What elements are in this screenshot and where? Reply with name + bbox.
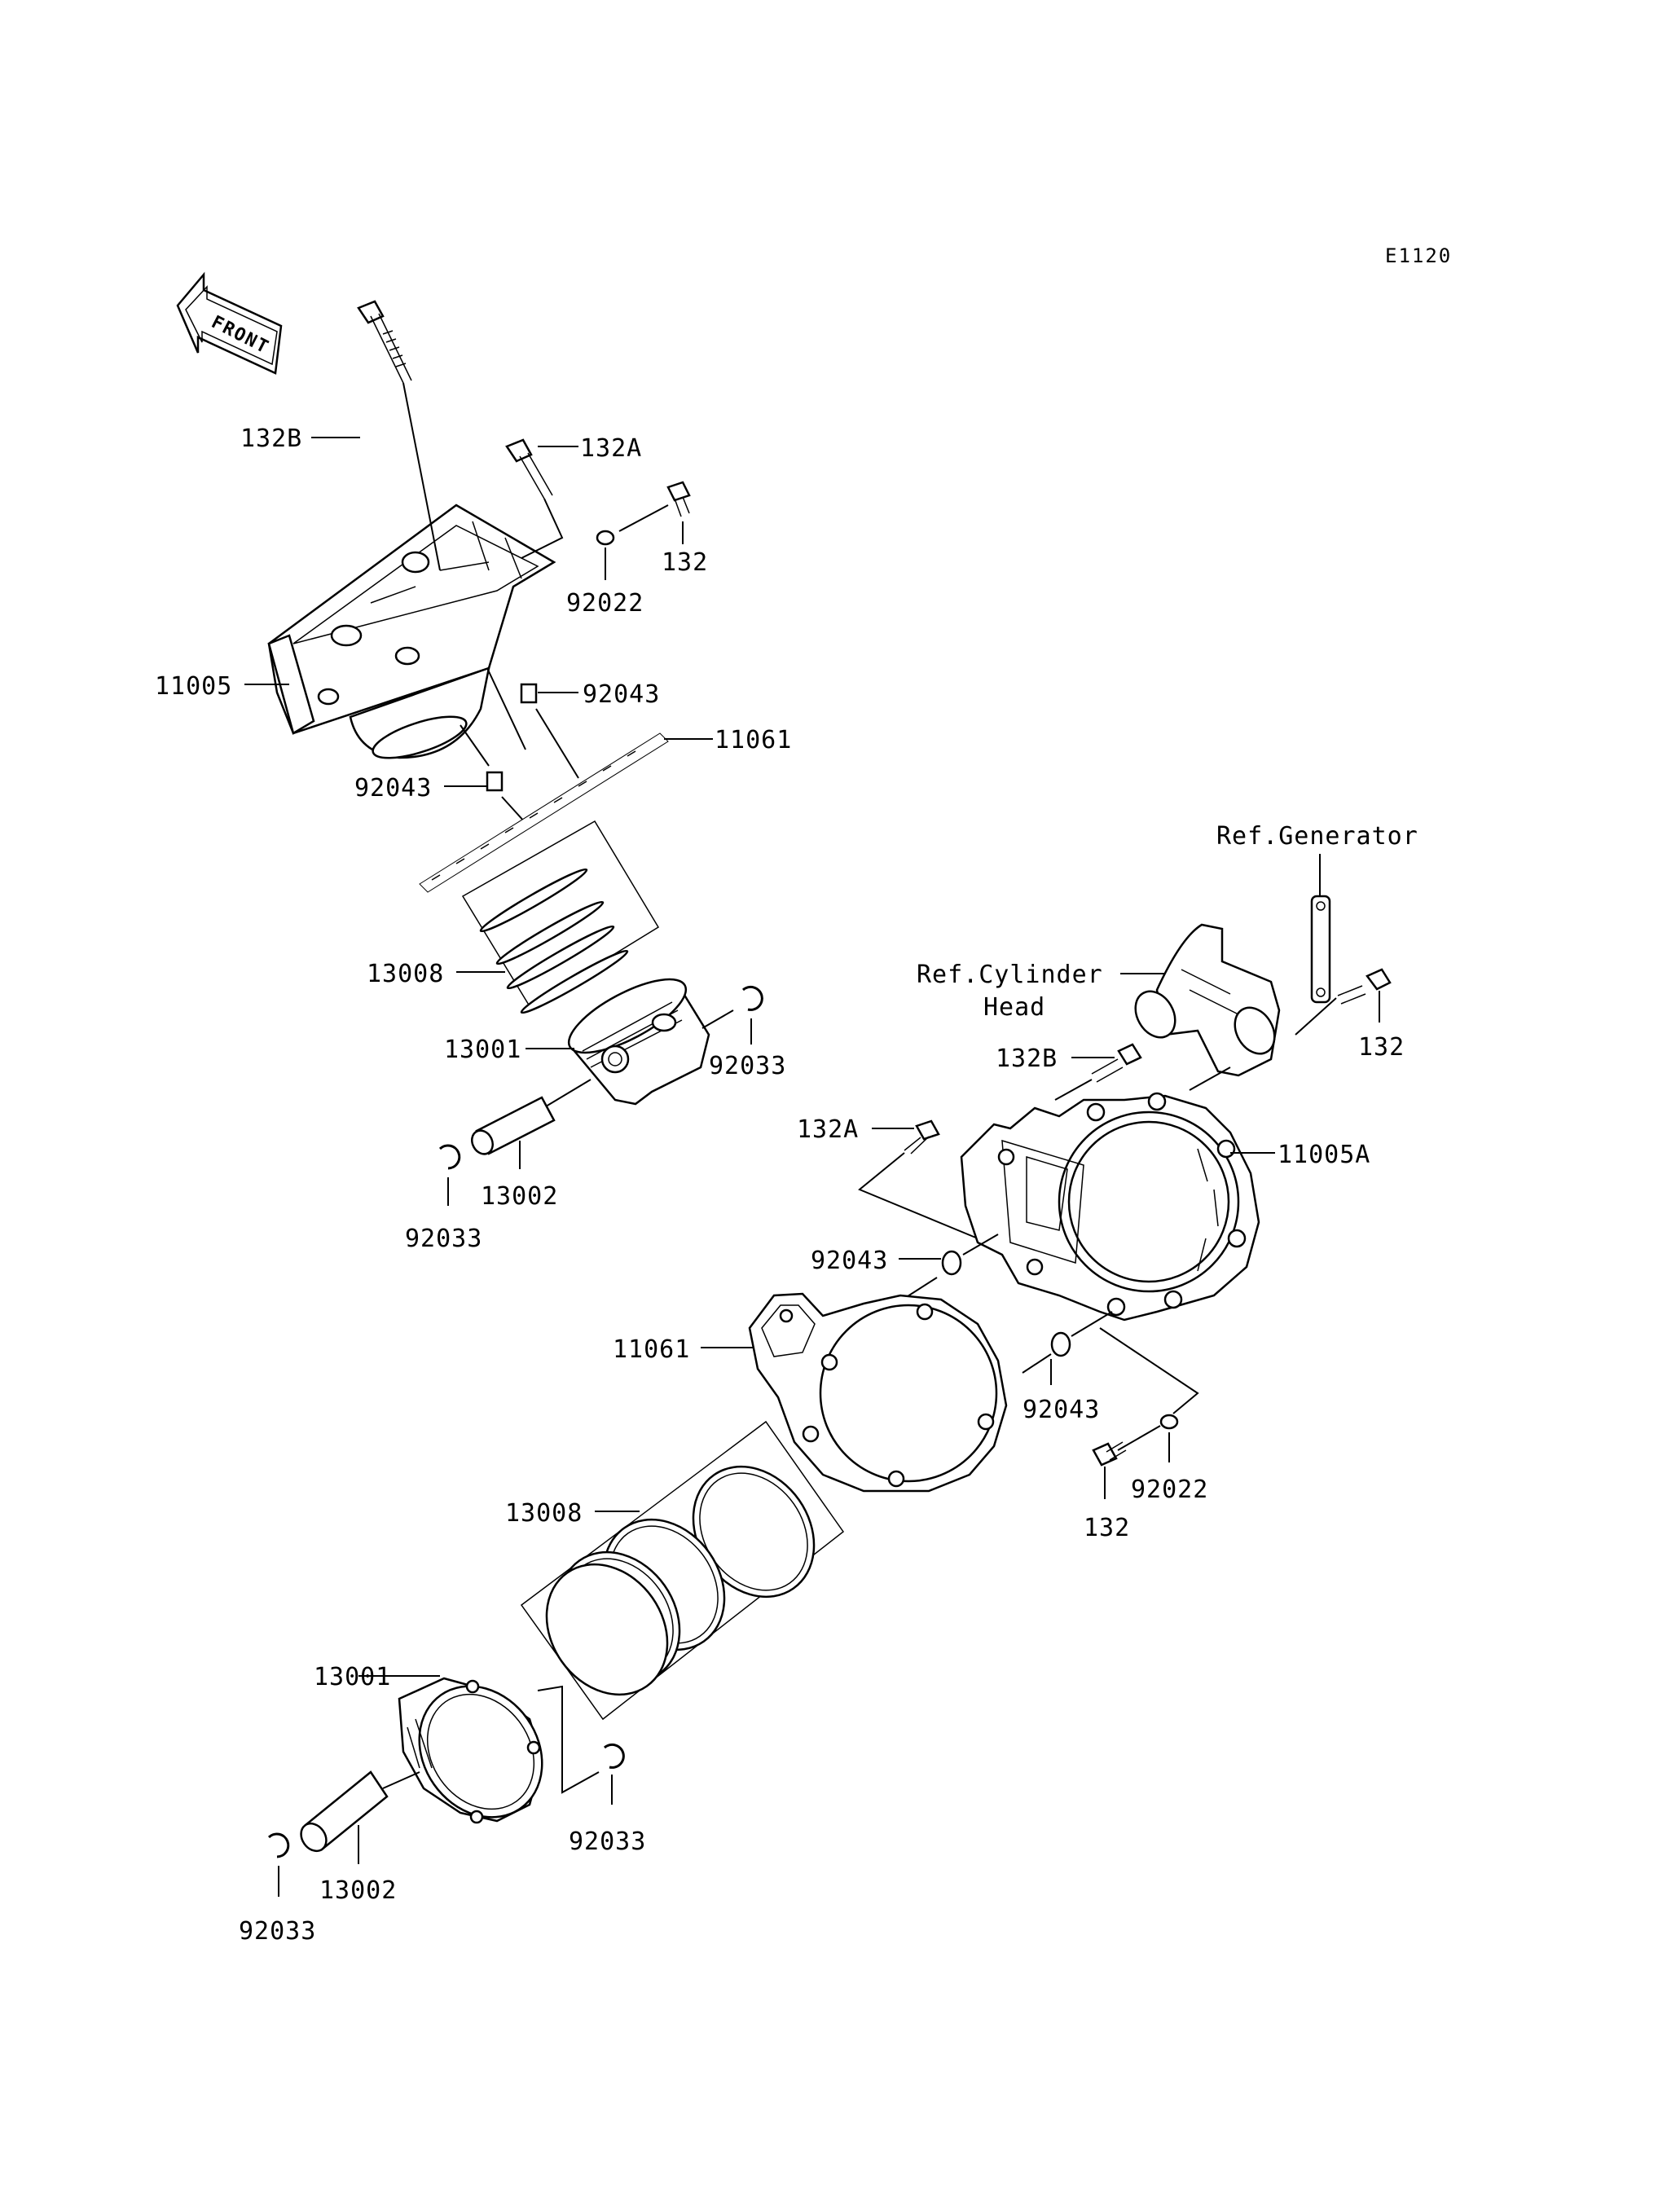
label-132a-upper: 132A	[580, 434, 642, 463]
label-92022-upper: 92022	[566, 589, 644, 618]
piston-pin-13002-upper-icon	[471, 1096, 556, 1155]
label-132b-lower: 132B	[996, 1045, 1058, 1073]
bolt-132a-lower-icon	[904, 1119, 940, 1154]
dowel-92043-upper-right-icon	[520, 683, 538, 704]
label-11005-upper: 11005	[155, 672, 232, 701]
label-92022-lower: 92022	[1131, 1476, 1208, 1504]
circlip-92033-upper-right-icon	[741, 985, 763, 1011]
label-132-right: 132	[1358, 1033, 1405, 1062]
label-11061-lower: 11061	[613, 1335, 690, 1364]
cylinder-11005-icon	[267, 504, 556, 759]
dowel-92043-lower-right-icon	[1050, 1331, 1071, 1357]
label-92043-upper-left: 92043	[354, 774, 432, 803]
label-ref-cylinder-head-line1: Ref.Cylinder	[917, 961, 1103, 989]
label-92033-upper-right: 92033	[709, 1052, 786, 1080]
bolt-132-upper-icon	[666, 481, 691, 517]
front-arrow-icon: FRONT	[176, 271, 283, 375]
piston-pin-13002-lower-icon	[300, 1770, 389, 1853]
label-ref-generator: Ref.Generator	[1216, 822, 1418, 851]
dowel-92043-upper-left-icon	[486, 771, 504, 792]
cylinder-head-reference-icon	[1134, 923, 1281, 1077]
label-13008-lower: 13008	[505, 1499, 583, 1528]
label-92033-lower-right: 92033	[569, 1827, 646, 1856]
label-132-upper: 132	[662, 548, 708, 577]
washer-92022-lower-icon	[1159, 1414, 1179, 1430]
label-92043-upper-right: 92043	[583, 680, 660, 709]
bolt-132b-upper-icon	[357, 300, 412, 384]
bolt-132a-upper-icon	[505, 438, 553, 499]
cylinder-11005a-icon	[960, 1092, 1260, 1322]
circlip-92033-lower-right-icon	[603, 1743, 625, 1769]
label-13008-upper: 13008	[367, 960, 444, 988]
piston-rings-13008-upper-icon	[461, 820, 660, 1014]
label-92043-lower-right: 92043	[1023, 1396, 1100, 1424]
diagram-code: E1120	[1385, 244, 1452, 267]
label-92033-upper-left: 92033	[405, 1225, 482, 1253]
piston-rings-13008-lower-icon	[520, 1420, 845, 1721]
gasket-11061-lower-icon	[748, 1292, 1008, 1493]
generator-bracket-icon	[1310, 895, 1331, 1004]
label-132b-upper: 132B	[240, 424, 302, 453]
label-ref-cylinder-head-line2: Head	[983, 993, 1045, 1022]
bolt-132b-lower-icon	[1091, 1043, 1142, 1083]
dowel-92043-lower-left-icon	[941, 1250, 962, 1276]
bolt-132-right-icon	[1337, 968, 1392, 1005]
label-132-lower: 132	[1084, 1514, 1130, 1542]
label-13002-lower: 13002	[319, 1876, 397, 1905]
piston-13001-lower-icon	[398, 1677, 543, 1824]
circlip-92033-lower-left-icon	[267, 1832, 290, 1858]
label-11005a-lower: 11005A	[1278, 1141, 1370, 1169]
label-92033-lower-left: 92033	[239, 1917, 316, 1946]
label-92043-lower-left: 92043	[811, 1247, 888, 1275]
gasket-11061-upper-icon	[419, 732, 669, 893]
washer-92022-upper-icon	[596, 530, 615, 546]
circlip-92033-upper-left-icon	[438, 1144, 461, 1170]
piston-13001-upper-icon	[567, 978, 710, 1106]
label-13001-lower: 13001	[314, 1663, 391, 1691]
label-13001-upper: 13001	[444, 1036, 521, 1064]
label-13002-upper: 13002	[481, 1182, 558, 1211]
label-132a-lower: 132A	[797, 1115, 859, 1144]
label-11061-upper: 11061	[715, 726, 792, 754]
bolt-132-lower-icon	[1092, 1441, 1127, 1467]
